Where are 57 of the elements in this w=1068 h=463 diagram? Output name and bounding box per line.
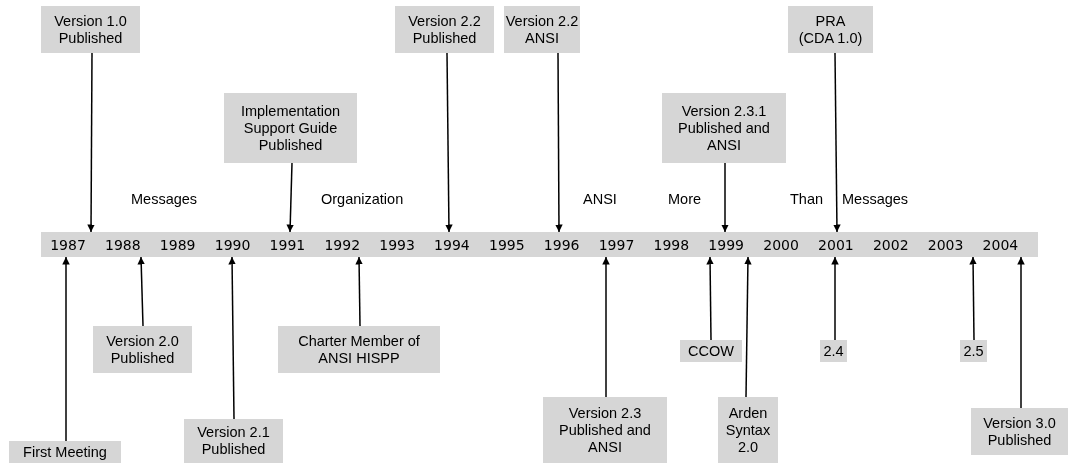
year-label: 1990 [207,232,258,257]
milestone-callout: CCOW [680,340,742,362]
year-label: 1993 [372,232,423,257]
arrow [721,162,729,233]
arrow [286,162,294,233]
year-label: 2003 [920,232,971,257]
milestone-callout: Version 2.2 Published [395,6,494,53]
year-label: 2002 [865,232,916,257]
arrow [1017,256,1025,409]
milestone-callout: 2.4 [820,340,847,362]
arrow [969,256,977,341]
arrow [555,52,563,233]
milestone-callout: PRA (CDA 1.0) [788,6,873,53]
arrow [228,256,236,420]
era-label: Organization [321,191,404,208]
year-label: 1996 [536,232,587,257]
arrow [137,256,145,327]
milestone-callout: Version 2.3 Published and ANSI [543,397,667,463]
milestone-callout: Version 3.0 Published [971,408,1068,455]
milestone-callout: Version 2.1 Published [184,419,283,463]
year-label: 1991 [262,232,313,257]
year-label: 1999 [701,232,752,257]
year-label: 2001 [810,232,861,257]
era-label: ANSI [583,191,617,208]
year-label: 1988 [97,232,148,257]
arrow [355,256,363,327]
year-label: 1994 [426,232,477,257]
era-label: More [668,191,702,208]
milestone-callout: 2.5 [960,340,987,362]
year-label: 1987 [43,232,93,257]
arrow [744,256,752,398]
year-label: 2000 [756,232,807,257]
arrow [706,256,714,341]
year-label: 1995 [481,232,532,257]
arrow [87,52,95,233]
milestone-callout: Arden Syntax 2.0 [718,397,778,463]
era-label: Messages [842,191,909,208]
timeline-bar [41,232,1038,257]
milestone-callout: Version 1.0 Published [41,6,140,53]
milestone-callout: Version 2.3.1 Published and ANSI [662,93,786,163]
year-label: 1998 [646,232,697,257]
milestone-callout: First Meeting [9,441,121,463]
era-label: Than [790,191,824,208]
milestone-callout: Version 2.2 ANSI [504,6,580,53]
era-label: Messages [131,191,198,208]
arrow [602,256,610,398]
milestone-callout: Version 2.0 Published [93,326,192,373]
arrow [445,52,453,233]
arrow [833,52,841,233]
year-label: 1992 [317,232,368,257]
arrow [62,256,70,442]
milestone-callout: Charter Member of ANSI HISPP [278,326,440,373]
year-label: 1989 [152,232,203,257]
milestone-callout: Implementation Support Guide Published [224,93,357,163]
year-label: 1997 [591,232,642,257]
year-label: 2004 [975,232,1026,257]
arrow [831,256,839,341]
